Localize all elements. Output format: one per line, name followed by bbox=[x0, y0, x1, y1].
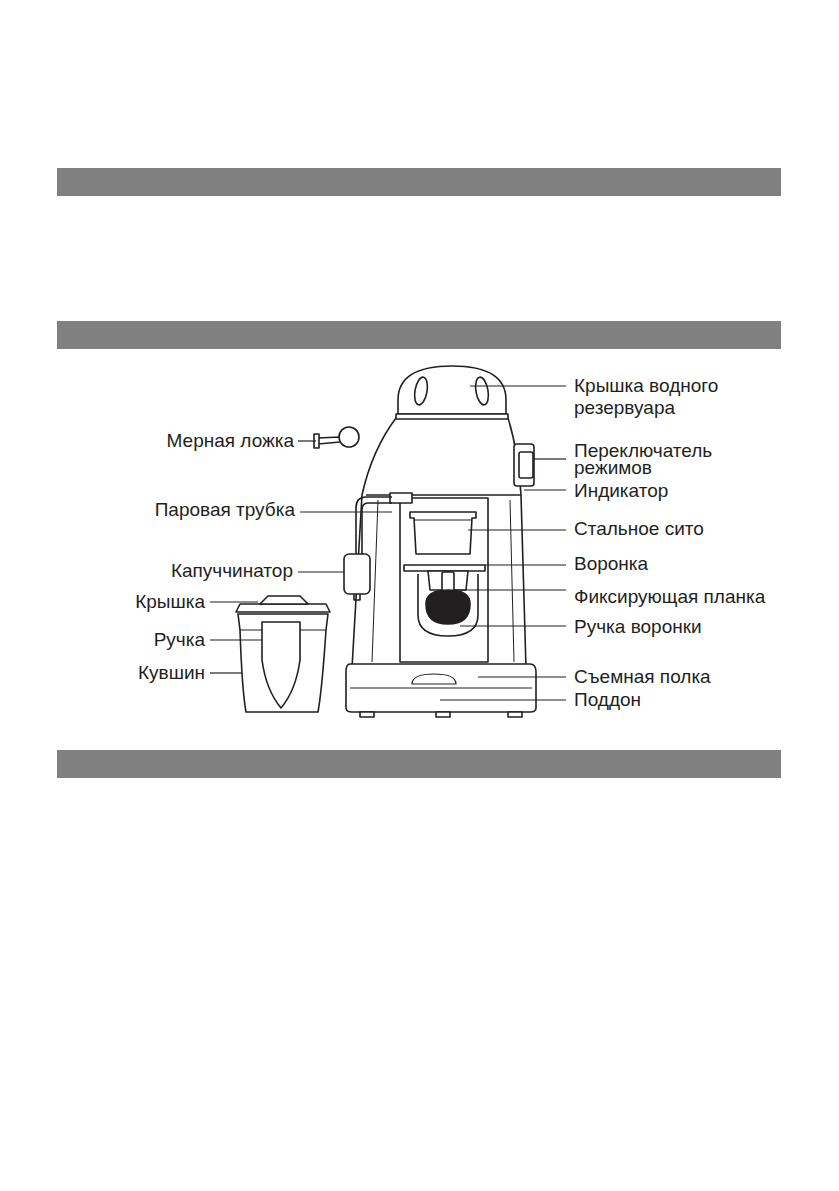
machine-recess bbox=[400, 498, 488, 662]
machine-base bbox=[346, 664, 536, 712]
foot bbox=[360, 712, 374, 717]
tank-cap-rim bbox=[396, 414, 508, 419]
cap-slot bbox=[413, 376, 430, 406]
jug-handle bbox=[262, 622, 300, 708]
leader-line bbox=[478, 676, 566, 677]
leader-line bbox=[485, 564, 566, 565]
part-label: Переключатель режимов bbox=[574, 442, 774, 476]
part-label: Фиксирующая планка bbox=[574, 588, 774, 605]
recess-shade bbox=[372, 500, 514, 662]
leader-line bbox=[298, 440, 316, 441]
part-label: Стальное сито bbox=[574, 520, 704, 538]
foot bbox=[436, 712, 450, 717]
jug-body bbox=[238, 614, 328, 712]
leader-line bbox=[210, 639, 262, 640]
machine-body bbox=[352, 418, 526, 668]
mode-switch bbox=[514, 444, 534, 486]
part-label: Ручка bbox=[154, 631, 205, 649]
part-label: Съемная полка bbox=[574, 668, 711, 686]
leader-line bbox=[298, 571, 344, 572]
part-label: Капуччинатор bbox=[171, 562, 293, 580]
cappuccinator-tip bbox=[354, 594, 360, 600]
funnel-handle bbox=[426, 590, 470, 624]
drip-tray-line bbox=[350, 688, 532, 689]
part-label: Крышка bbox=[135, 593, 205, 611]
steam-pipe-joint bbox=[390, 493, 412, 503]
section-bar bbox=[57, 750, 781, 778]
part-label: Индикатор bbox=[574, 482, 668, 500]
leader-line bbox=[300, 511, 392, 512]
removable-shelf bbox=[412, 674, 456, 684]
leader-line bbox=[440, 699, 566, 700]
part-label: Кувшин bbox=[138, 664, 205, 682]
leader-line bbox=[210, 601, 258, 602]
steam-pipe bbox=[356, 497, 392, 555]
section-bar bbox=[57, 321, 781, 349]
funnel-rim bbox=[404, 565, 485, 571]
spoon-handle bbox=[318, 437, 340, 444]
part-label: Поддон bbox=[574, 691, 641, 709]
leader-line bbox=[460, 625, 566, 626]
cap-slot bbox=[474, 376, 491, 406]
cappuccinator bbox=[344, 554, 370, 594]
jug-lid bbox=[236, 604, 330, 612]
spoon-bowl bbox=[339, 427, 359, 447]
part-label: Воронка bbox=[574, 555, 648, 573]
switch-knob bbox=[519, 452, 533, 478]
leader-line bbox=[524, 489, 566, 490]
leader-line bbox=[455, 589, 566, 590]
tank-cap bbox=[398, 366, 506, 414]
sieve-line bbox=[414, 520, 472, 521]
leader-line bbox=[470, 385, 566, 386]
steel-sieve bbox=[410, 512, 476, 554]
foot bbox=[508, 712, 522, 717]
part-label: Ручка воронки bbox=[574, 618, 702, 636]
part-label: Мерная ложка bbox=[167, 432, 294, 450]
part-label: Паровая трубка bbox=[155, 501, 295, 519]
part-label: Крышка водного резервуара bbox=[574, 375, 789, 419]
section-bar bbox=[57, 168, 781, 196]
leader-line bbox=[534, 458, 566, 459]
jug-lid-knob bbox=[260, 596, 308, 604]
leader-line bbox=[468, 529, 566, 530]
leader-line bbox=[210, 672, 242, 673]
